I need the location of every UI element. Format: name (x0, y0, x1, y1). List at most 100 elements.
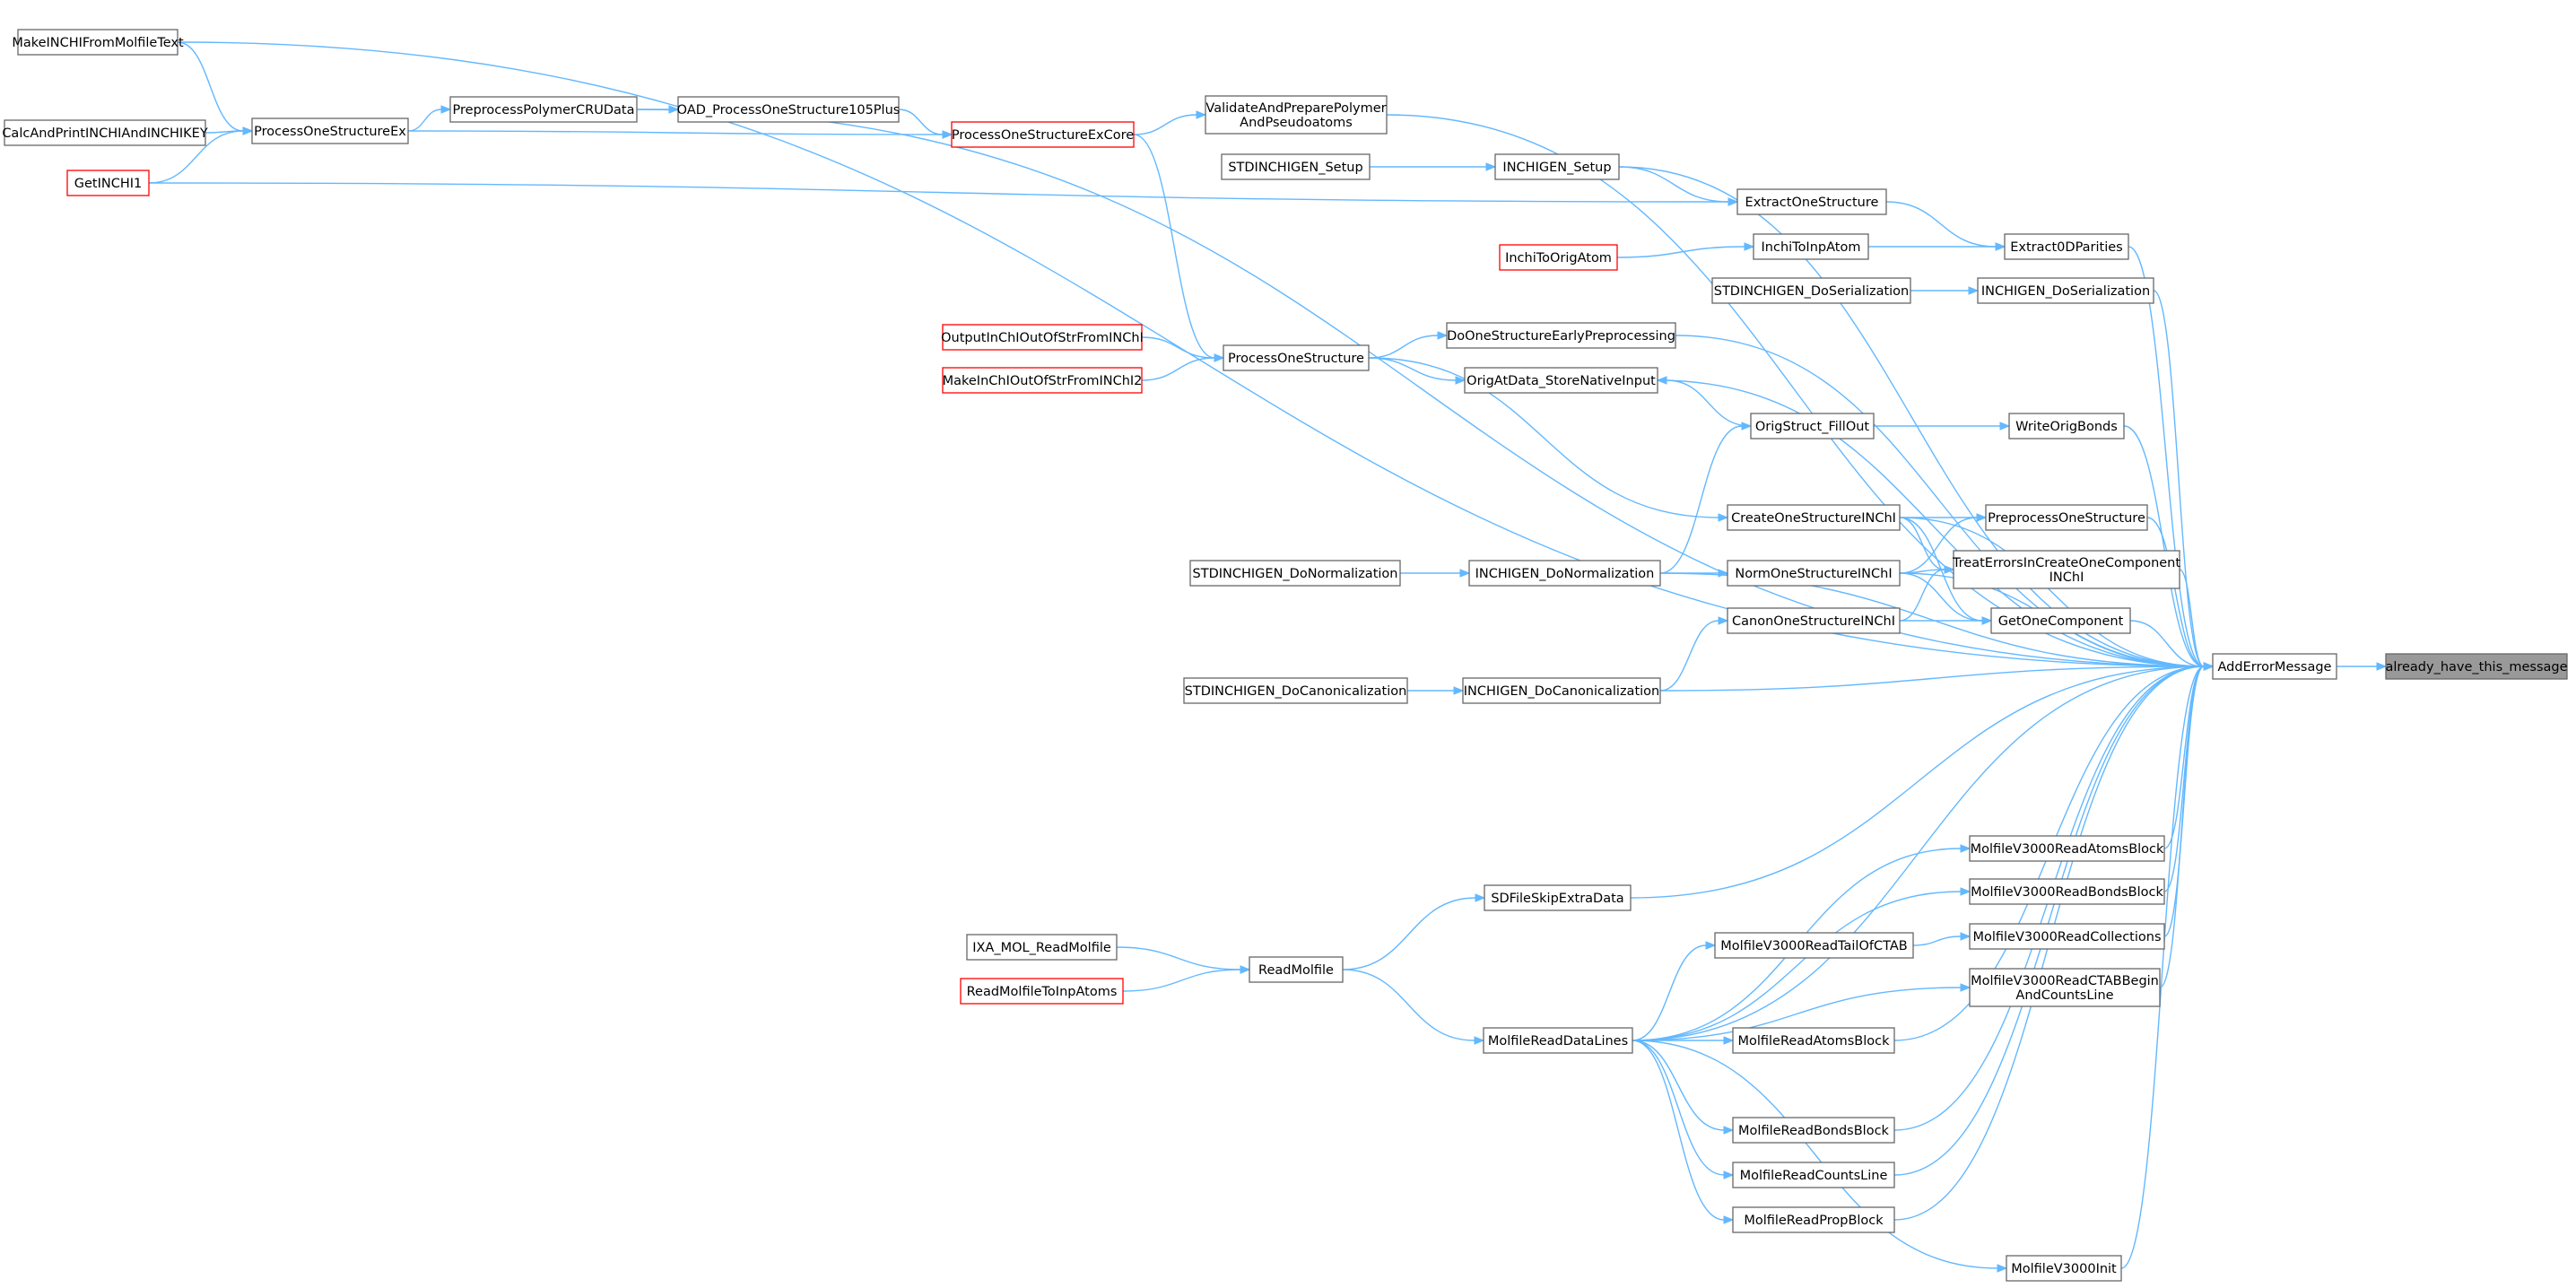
node-getinchi1[interactable]: GetINCHI1 (66, 170, 150, 196)
node-box (449, 96, 638, 123)
node-origatdata-storenativeinput[interactable]: OrigAtData_StoreNativeInput (1464, 367, 1658, 394)
node-preprocesspolymercrudata[interactable]: PreprocessPolymerCRUData (449, 96, 638, 123)
node-inchigen-donormalization[interactable]: INCHIGEN_DoNormalization (1468, 560, 1661, 587)
edge-extractonestructure-to-extract0dparities (1885, 201, 2006, 251)
node-label: OrigStruct_FillOut (1755, 420, 1870, 434)
node-outputinchioutofstrfrominchi[interactable]: OutputInChIOutOfStrFromINChI (941, 324, 1144, 351)
node-molfilev3000readatomsblock[interactable]: MolfileV3000ReadAtomsBlock (1969, 835, 2165, 862)
node-sdfileskipextradata[interactable]: SDFileSkipExtraData (1484, 884, 1632, 911)
node-label: OrigAtData_StoreNativeInput (1466, 374, 1656, 388)
node-processonestructureexcore[interactable]: ProcessOneStructureExCore (951, 121, 1135, 148)
node-label: INCHIGEN_DoNormalization (1475, 567, 1655, 581)
node-molfilev3000readtailofctab[interactable]: MolfileV3000ReadTailOfCTAB (1714, 932, 1914, 959)
node-inchitoinpatom[interactable]: InchiToInpAtom (1753, 233, 1869, 260)
node-extract0dparities[interactable]: Extract0DParities (2004, 233, 2129, 260)
node-box (1249, 956, 1344, 983)
node-extractonestructure[interactable]: ExtractOneStructure (1736, 188, 1887, 215)
edge-canononestructureinchi-to-treaterrorsincreateonecomponentinchi (1899, 565, 1955, 622)
node-box (1969, 835, 2165, 862)
node-label: ProcessOneStructureEx (254, 125, 406, 139)
node-calcandprintinchiandinchikey[interactable]: CalcAndPrintINCHIAndINCHIKEY (2, 119, 208, 146)
node-label: MolfileReadCountsLine (1740, 1169, 1888, 1183)
node-makeinchifrommolfiletext[interactable]: MakeINCHIFromMolfileText (12, 29, 184, 56)
edge-inchigen-docanonicalization-to-adderrormessage (1659, 662, 2215, 692)
node-label: MolfileV3000ReadTailOfCTAB (1720, 939, 1907, 953)
node-molfilereadatomsblock[interactable]: MolfileReadAtomsBlock (1732, 1027, 1895, 1054)
node-writeorigbonds[interactable]: WriteOrigBonds (2008, 413, 2125, 439)
node-box (4, 119, 206, 146)
node-stdinchigen-doserialization[interactable]: STDINCHIGEN_DoSerialization (1711, 277, 1911, 304)
node-box (1223, 344, 1370, 371)
node-doonestructureearlypreprocessing[interactable]: DoOneStructureEarlyPreprocessing (1446, 322, 1676, 349)
node-inchitoorigatom[interactable]: InchiToOrigAtom (1499, 244, 1618, 271)
node-box (2006, 1255, 2122, 1282)
edge-molfilereaddatalines-to-molfilereadbondsblock (1632, 1040, 1735, 1135)
node-label: MolfileReadDataLines (1488, 1034, 1628, 1049)
node-molfilereaddatalines[interactable]: MolfileReadDataLines (1483, 1027, 1633, 1054)
edge-oad-processonestructure105plus-to-processonestructureexcore (898, 109, 953, 139)
node-label: MolfileV3000ReadCollections (1972, 930, 2161, 944)
edge-getinchi1-to-extractonestructure (148, 182, 1739, 206)
edge-origstruct-fillout-to-origatdata-storenativeinput (1656, 376, 1752, 427)
node-box (1446, 322, 1676, 349)
edge-preprocesspolymercrudata-to-oad-processonestructure105plus (637, 105, 680, 114)
node-label: InchiToInpAtom (1762, 240, 1861, 255)
node-readmolfiletoinpatoms[interactable]: ReadMolfileToInpAtoms (960, 978, 1124, 1005)
node-box (1462, 677, 1661, 704)
node-origstruct-fillout[interactable]: OrigStruct_FillOut (1750, 413, 1875, 439)
edge-canononestructureinchi-to-getonecomponent (1900, 616, 1993, 625)
edge-inchigen-setup-to-extractonestructure (1618, 166, 1739, 206)
node-box (1464, 367, 1658, 394)
node-canononestructureinchi[interactable]: CanonOneStructureINChI (1727, 607, 1901, 634)
node-box (251, 117, 409, 144)
node-processonestructureex[interactable]: ProcessOneStructureEx (251, 117, 409, 144)
node-getonecomponent[interactable]: GetOneComponent (1990, 607, 2131, 634)
node-oad-processonestructure105plus[interactable]: OAD_ProcessOneStructure105Plus (677, 96, 901, 123)
node-label: INChI (2049, 570, 2084, 585)
node-box (1990, 607, 2131, 634)
node-label: ProcessOneStructureExCore (952, 128, 1134, 143)
node-box (1205, 95, 1388, 135)
node-label: MolfileV3000ReadCTABBegin (1971, 974, 2159, 988)
edge-inchigen-donormalization-to-origstruct-fillout (1659, 422, 1753, 574)
node-stdinchigen-docanonicalization[interactable]: STDINCHIGEN_DoCanonicalization (1183, 677, 1408, 704)
edge-readmolfiletoinpatoms-to-readmolfile (1122, 965, 1251, 992)
node-label: WriteOrigBonds (2015, 420, 2118, 434)
node-molfilev3000init[interactable]: MolfileV3000Init (2006, 1255, 2122, 1282)
node-box (1977, 277, 2154, 304)
node-createonestructureinchi[interactable]: CreateOneStructureINChI (1727, 504, 1901, 531)
node-molfilereadbondsblock[interactable]: MolfileReadBondsBlock (1732, 1117, 1895, 1144)
node-label: CanonOneStructureINChI (1732, 614, 1895, 629)
node-inchigen-setup[interactable]: INCHIGEN_Setup (1494, 153, 1620, 180)
edge-molfilev3000readtailofctab-to-molfilev3000readcollections (1912, 932, 1971, 946)
node-box (1221, 153, 1371, 180)
node-box (2004, 233, 2129, 260)
node-normonestructureinchi[interactable]: NormOneStructureINChI (1727, 560, 1901, 587)
node-box (1969, 923, 2165, 950)
node-ixa-mol-readmolfile[interactable]: IXA_MOL_ReadMolfile (966, 934, 1118, 961)
node-label: CalcAndPrintINCHIAndINCHIKEY (2, 126, 208, 141)
node-stdinchigen-donormalization[interactable]: STDINCHIGEN_DoNormalization (1189, 560, 1401, 587)
node-inchigen-doserialization[interactable]: INCHIGEN_DoSerialization (1977, 277, 2154, 304)
edge-origstruct-fillout-to-writeorigbonds (1874, 422, 2011, 431)
node-molfilereadcountsline[interactable]: MolfileReadCountsLine (1732, 1162, 1895, 1188)
node-molfilev3000readbondsblock[interactable]: MolfileV3000ReadBondsBlock (1969, 878, 2165, 905)
node-adderrormessage[interactable]: AddErrorMessage (2212, 653, 2337, 680)
node-label: STDINCHIGEN_DoNormalization (1193, 567, 1398, 581)
node-processonestructure[interactable]: ProcessOneStructure (1223, 344, 1370, 371)
edge-readmolfile-to-molfilereaddatalines (1342, 969, 1485, 1045)
edge-molfilereaddatalines-to-molfilev3000readbondsblock (1632, 887, 1971, 1041)
node-molfilev3000readcollections[interactable]: MolfileV3000ReadCollections (1969, 923, 2165, 950)
node-makeinchioutofstrfrominchi2[interactable]: MakeInChIOutOfStrFromINChI2 (942, 367, 1143, 394)
node-readmolfile[interactable]: ReadMolfile (1249, 956, 1344, 983)
edge-extract0dparities-to-adderrormessage (2128, 246, 2215, 671)
node-molfilereadpropblock[interactable]: MolfileReadPropBlock (1732, 1206, 1895, 1233)
node-preprocessonestructure[interactable]: PreprocessOneStructure (1985, 504, 2148, 531)
node-inchigen-docanonicalization[interactable]: INCHIGEN_DoCanonicalization (1462, 677, 1661, 704)
node-stdinchigen-setup[interactable]: STDINCHIGEN_Setup (1221, 153, 1371, 180)
edge-processonestructureex-to-processonestructureexcore (407, 130, 953, 139)
node-box (1183, 677, 1408, 704)
